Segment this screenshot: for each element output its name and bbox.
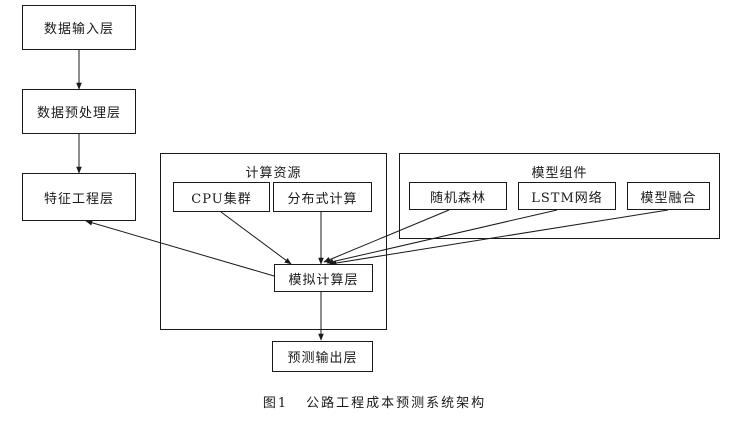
compute-resources-group: 计算资源 bbox=[160, 153, 387, 330]
figure-caption: 图1 公路工程成本预测系统架构 bbox=[0, 392, 749, 411]
data-preprocess-layer-label: 数据预处理层 bbox=[36, 106, 121, 121]
arrow-simulate-to-feature bbox=[85, 220, 275, 277]
feature-engineering-layer-box: 特征工程层 bbox=[22, 173, 136, 221]
model-fusion-box: 模型融合 bbox=[627, 182, 710, 210]
random-forest-label: 随机森林 bbox=[429, 190, 486, 206]
figure-number: 图1 bbox=[262, 396, 289, 411]
model-components-title: 模型组件 bbox=[531, 166, 588, 181]
figure-caption-text: 公路工程成本预测系统架构 bbox=[306, 396, 487, 411]
cpu-cluster-label: CPU集群 bbox=[191, 191, 252, 207]
simulation-layer-box: 模拟计算层 bbox=[274, 264, 373, 292]
data-preprocess-layer-box: 数据预处理层 bbox=[22, 89, 136, 134]
random-forest-box: 随机森林 bbox=[409, 182, 507, 210]
lstm-network-label: LSTM网络 bbox=[531, 190, 603, 206]
arrow-cpu-to-simulate bbox=[220, 211, 292, 265]
distributed-computing-box: 分布式计算 bbox=[273, 182, 372, 212]
prediction-output-layer-box: 预测输出层 bbox=[272, 341, 373, 372]
cpu-cluster-box: CPU集群 bbox=[173, 182, 270, 212]
data-input-layer-label: 数据输入层 bbox=[43, 22, 114, 37]
model-components-group: 模型组件 bbox=[399, 153, 720, 239]
data-input-layer-box: 数据输入层 bbox=[22, 5, 136, 50]
lstm-network-box: LSTM网络 bbox=[518, 182, 616, 210]
distributed-computing-label: 分布式计算 bbox=[287, 191, 358, 207]
compute-resources-title: 计算资源 bbox=[245, 166, 302, 181]
prediction-output-layer-label: 预测输出层 bbox=[287, 351, 358, 366]
model-fusion-label: 模型融合 bbox=[640, 190, 697, 206]
arrow-lstm-to-simulate bbox=[326, 209, 558, 265]
simulation-layer-label: 模拟计算层 bbox=[288, 272, 359, 288]
feature-engineering-layer-label: 特征工程层 bbox=[43, 191, 114, 207]
